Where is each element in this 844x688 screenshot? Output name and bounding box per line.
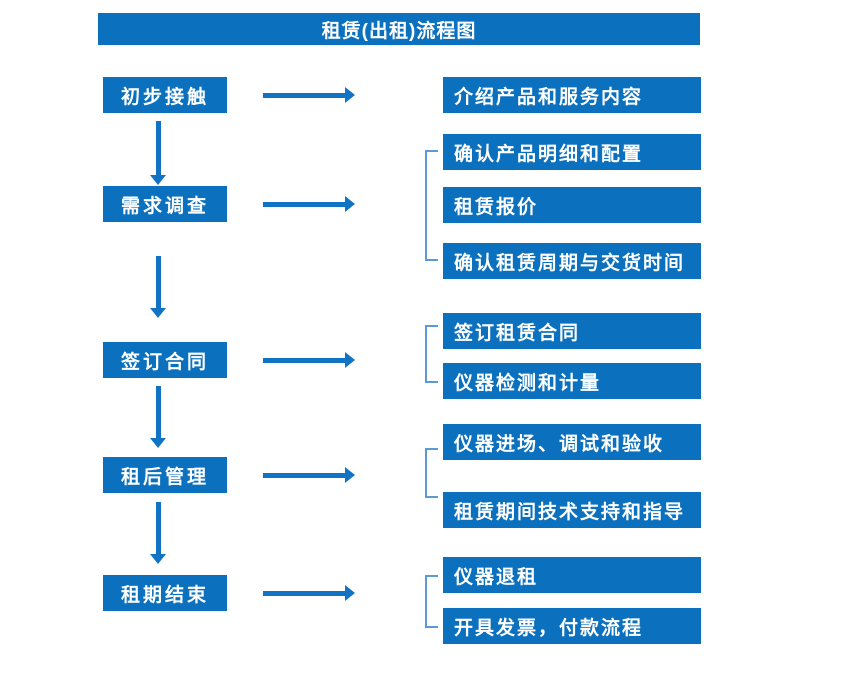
stage-box-initial-contact: 初步接触: [103, 77, 227, 113]
arrow-down-icon-3: [149, 386, 167, 448]
output-box-rental-quote: 租赁报价: [443, 187, 701, 223]
stage-box-post-rental-mgmt: 租后管理: [103, 457, 227, 493]
arrow-down-icon-1: [149, 121, 167, 185]
arrow-right-icon-5: [263, 585, 355, 601]
output-box-confirm-details: 确认产品明细和配置: [443, 134, 701, 170]
output-box-instrument-return: 仪器退租: [443, 557, 701, 593]
arrow-down-icon-4: [149, 502, 167, 564]
arrow-down-icon-2: [149, 256, 167, 318]
group-bracket-needs-survey: [425, 150, 438, 261]
group-bracket-sign-contract: [425, 325, 438, 383]
arrow-right-icon-4: [263, 467, 355, 483]
output-box-sign-rental-contract: 签订租赁合同: [443, 313, 701, 349]
stage-box-rental-end: 租期结束: [103, 575, 227, 611]
group-bracket-rental-end: [425, 575, 438, 628]
output-box-instrument-setup: 仪器进场、调试和验收: [443, 424, 701, 460]
page-title: 租赁(出租)流程图: [98, 13, 700, 45]
stage-box-sign-contract: 签订合同: [103, 342, 227, 378]
arrow-right-icon-3: [263, 352, 355, 368]
output-box-confirm-period: 确认租赁周期与交货时间: [443, 243, 701, 279]
output-box-tech-support: 租赁期间技术支持和指导: [443, 492, 701, 528]
group-bracket-post-rental-mgmt: [425, 448, 438, 498]
output-box-invoice-payment: 开具发票，付款流程: [443, 608, 701, 644]
stage-box-needs-survey: 需求调查: [103, 186, 227, 222]
output-box-intro-products: 介绍产品和服务内容: [443, 77, 701, 113]
output-box-instrument-testing: 仪器检测和计量: [443, 363, 701, 399]
arrow-right-icon-1: [263, 87, 355, 103]
arrow-right-icon-2: [263, 196, 355, 212]
